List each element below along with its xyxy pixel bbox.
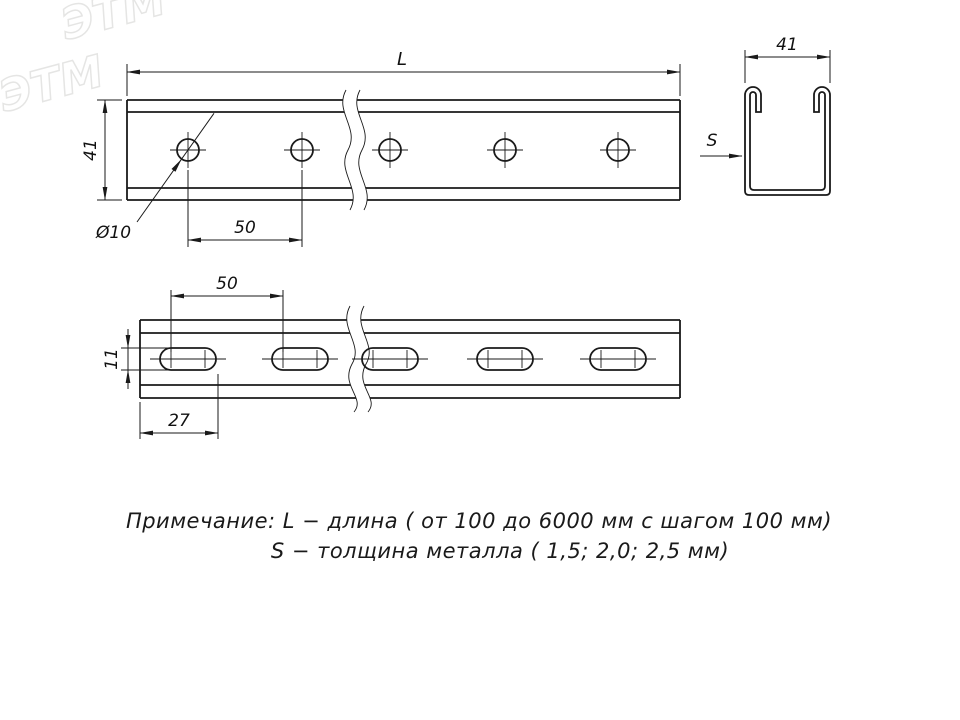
section-view: 41 S [700,35,831,196]
dimension-slot-width-11: 11 [102,329,176,389]
height-label: 41 [81,139,101,161]
hole-diameter-label: Ø10 [95,223,131,243]
dimension-section-width-41: 41 [744,35,831,83]
dimension-length-L: L [126,49,681,96]
watermark-text: ЭТМ [0,46,109,123]
break-lines [342,89,368,211]
note-line-2: S − толщина металла ( 1,5; 2,0; 2,5 мм) [271,539,729,563]
thickness-callout-S: S [700,131,743,159]
slot-width-label: 11 [102,348,122,370]
slots [149,347,657,371]
length-label: L [397,49,407,70]
dimension-slot-spacing-50: 50 [170,274,284,352]
hole-diameter-callout: Ø10 [95,113,215,243]
leader-arrow [171,159,182,172]
dimension-hole-spacing-50: 50 [187,170,303,247]
dimension-end-offset-27: 27 [139,374,219,439]
hole-spacing-label: 50 [234,218,256,238]
thickness-label: S [707,131,718,151]
watermark-text: ЭТМ [56,0,172,51]
section-width-label: 41 [776,35,798,55]
notes: Примечание: L − длина ( от 100 до 6000 м… [126,509,832,563]
front-view [126,89,681,211]
watermark-logo: ЭТМ ЭТМ [0,0,172,123]
slot-spacing-label: 50 [216,274,238,294]
dimension-height-41: 41 [81,99,122,201]
round-holes [169,131,637,169]
slotted-view [139,305,681,413]
note-line-1: Примечание: L − длина ( от 100 до 6000 м… [126,509,832,533]
end-offset-label: 27 [168,411,190,431]
